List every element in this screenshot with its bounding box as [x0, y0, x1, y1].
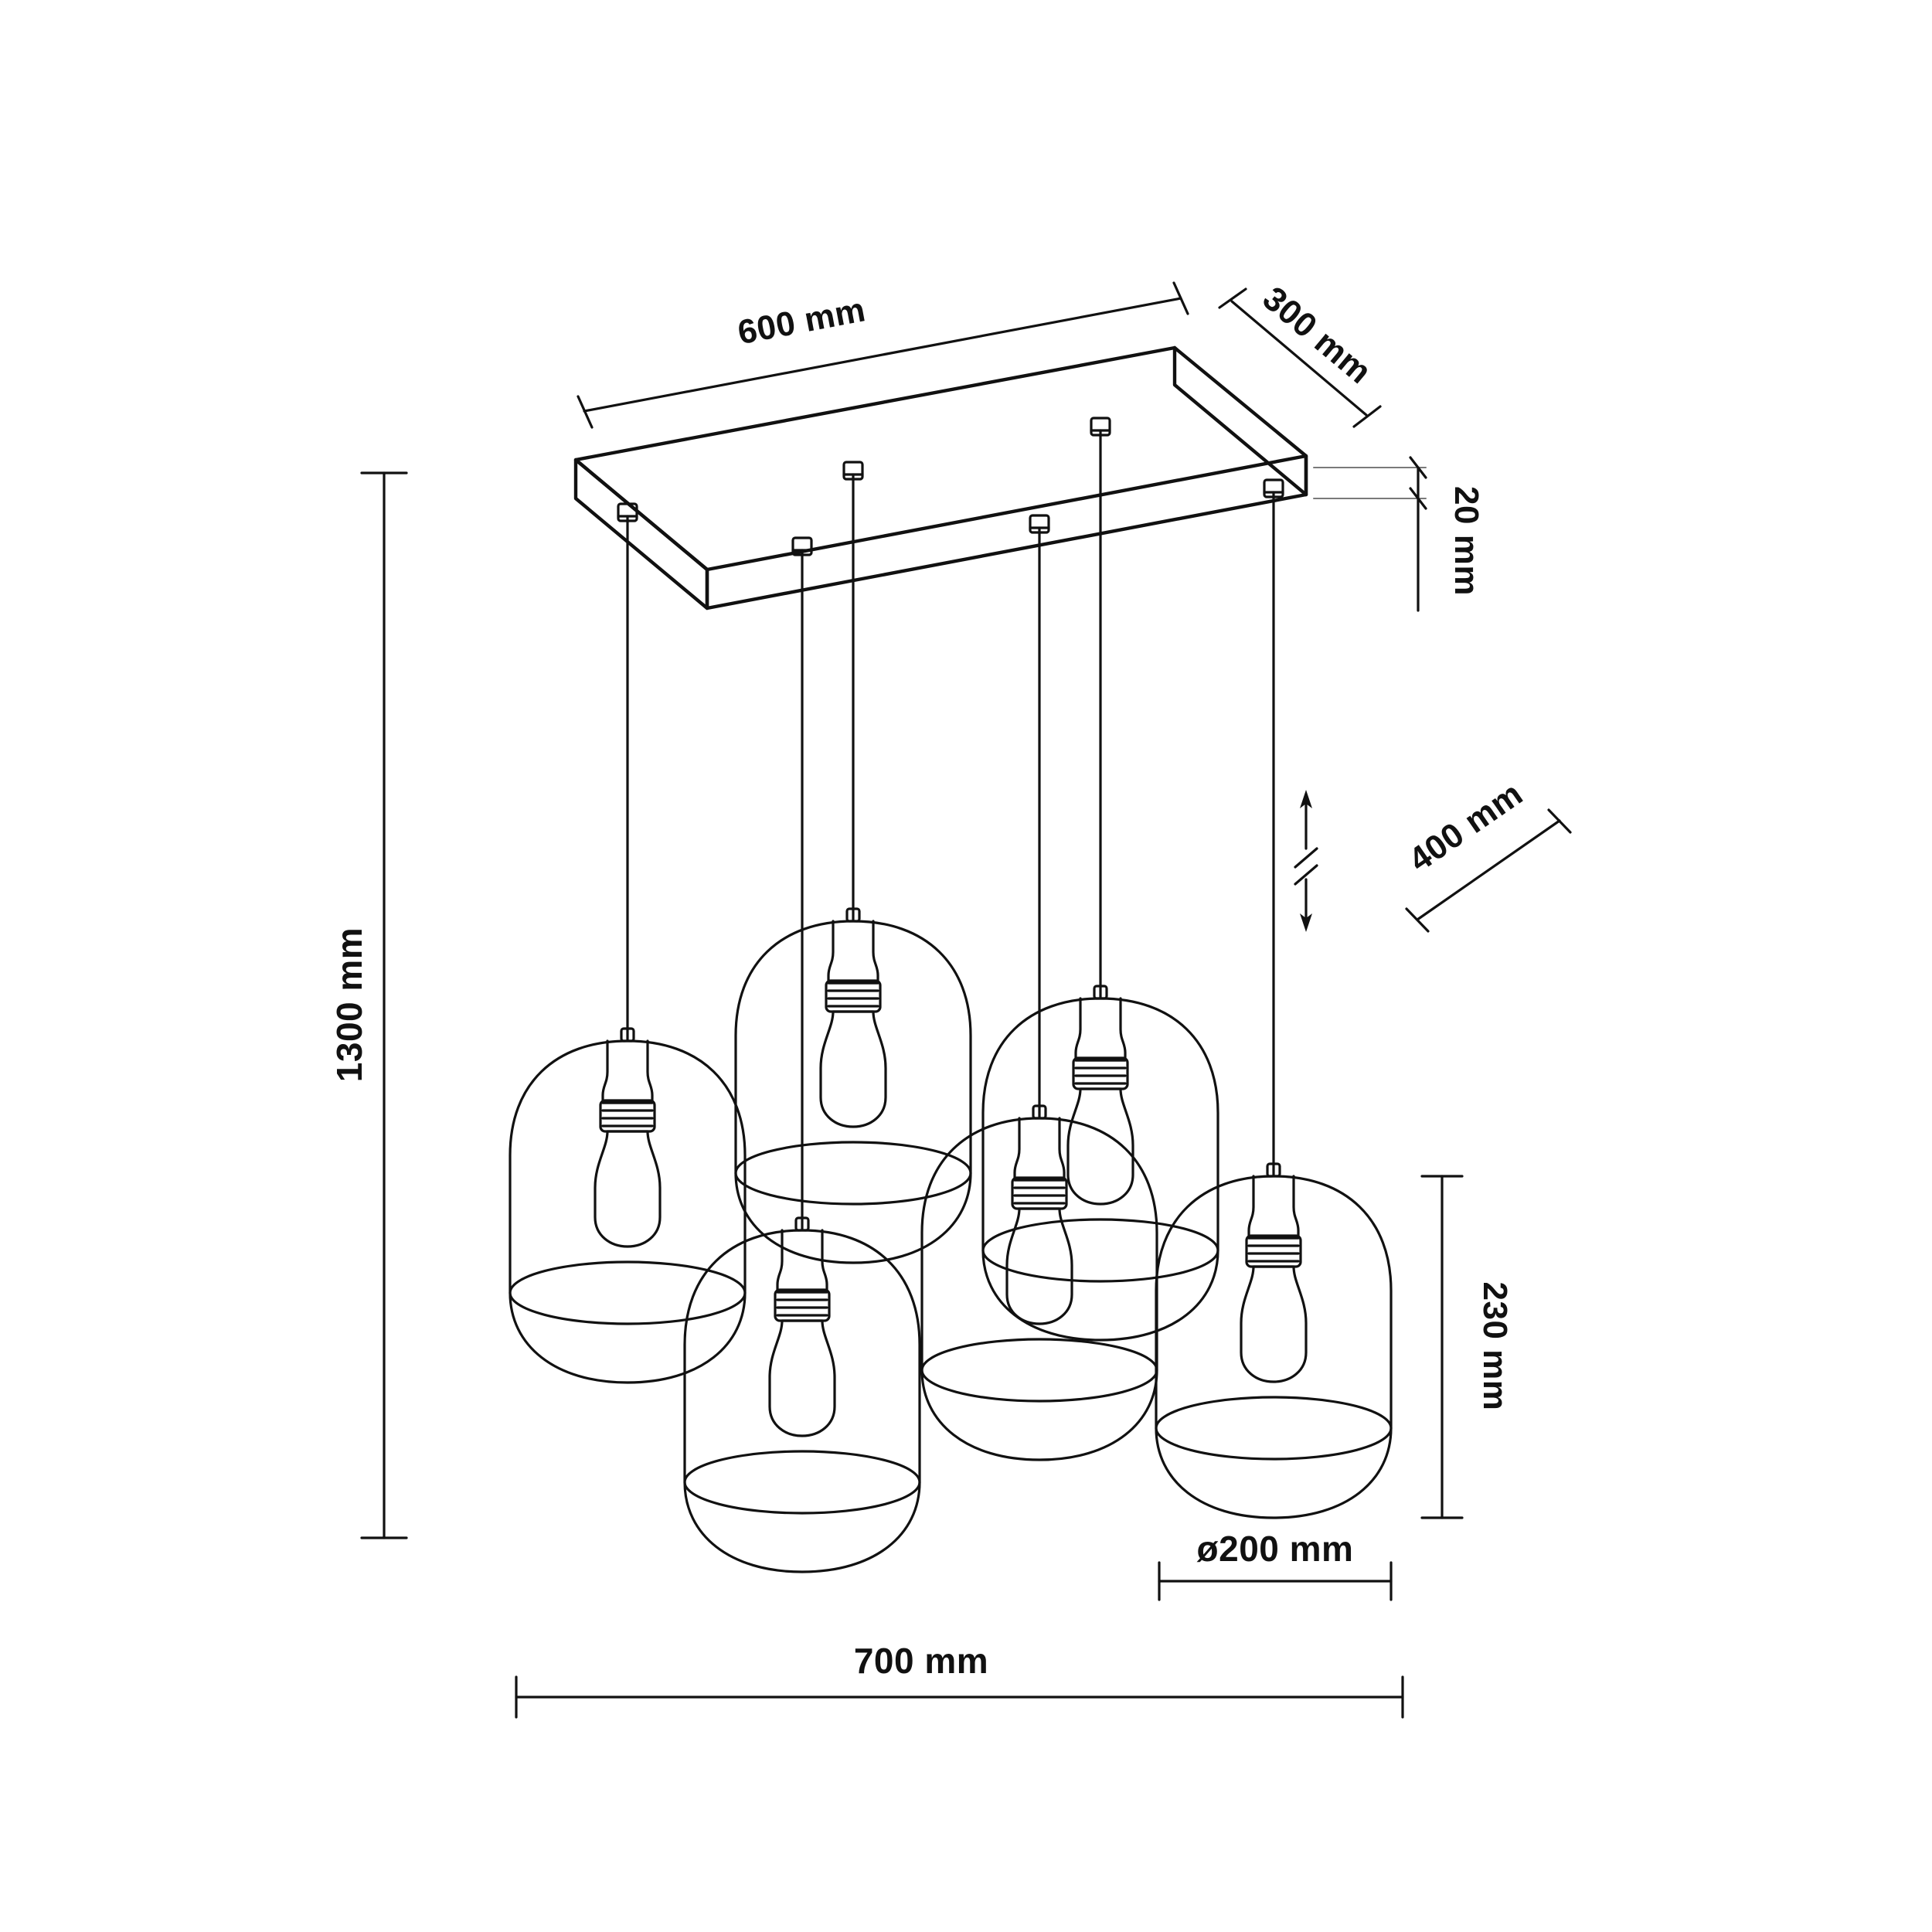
dimension-230mm: [1420, 1175, 1464, 1519]
cable-connector: [791, 536, 813, 556]
dimension-label-230mm: 230 mm: [1476, 1282, 1514, 1411]
dimension-diameter-200mm: [1158, 1561, 1393, 1601]
pendant-shade: [1155, 1162, 1393, 1519]
pendant-shade: [981, 985, 1219, 1342]
pendant-shade: [734, 907, 972, 1264]
cable-connector: [1263, 478, 1284, 498]
dimension-label-20mm: 20 mm: [1447, 486, 1485, 596]
dimension-label-1300mm: 1300 mm: [329, 927, 369, 1082]
cable-connector: [1090, 417, 1111, 437]
cable-connectors: [617, 417, 1284, 556]
dimension-label-400mm: 400 mm: [1402, 774, 1529, 879]
cable-connector: [617, 502, 638, 522]
pendant-shade: [920, 1104, 1158, 1461]
dimension-400mm: [1294, 790, 1572, 933]
dimension-300mm: [1218, 287, 1382, 428]
dimension-20mm: [1313, 456, 1427, 612]
dimension-1300mm: [360, 471, 408, 1539]
canopy-plate: [573, 345, 1308, 611]
suspension-cables: [626, 429, 1275, 1230]
cable-connector: [1029, 514, 1050, 534]
dimension-600mm: [577, 281, 1189, 429]
dimension-700mm: [515, 1675, 1404, 1719]
dimension-label-700mm: 700 mm: [854, 1641, 988, 1681]
pendant-shade: [509, 1027, 747, 1384]
pendant-shade: [683, 1216, 921, 1573]
cable-connector: [842, 461, 864, 481]
dimension-label-diameter-200mm: ø200 mm: [1197, 1529, 1354, 1569]
dimension-label-600mm: 600 mm: [735, 291, 869, 352]
canopy-bottom-outline: [574, 493, 1308, 610]
